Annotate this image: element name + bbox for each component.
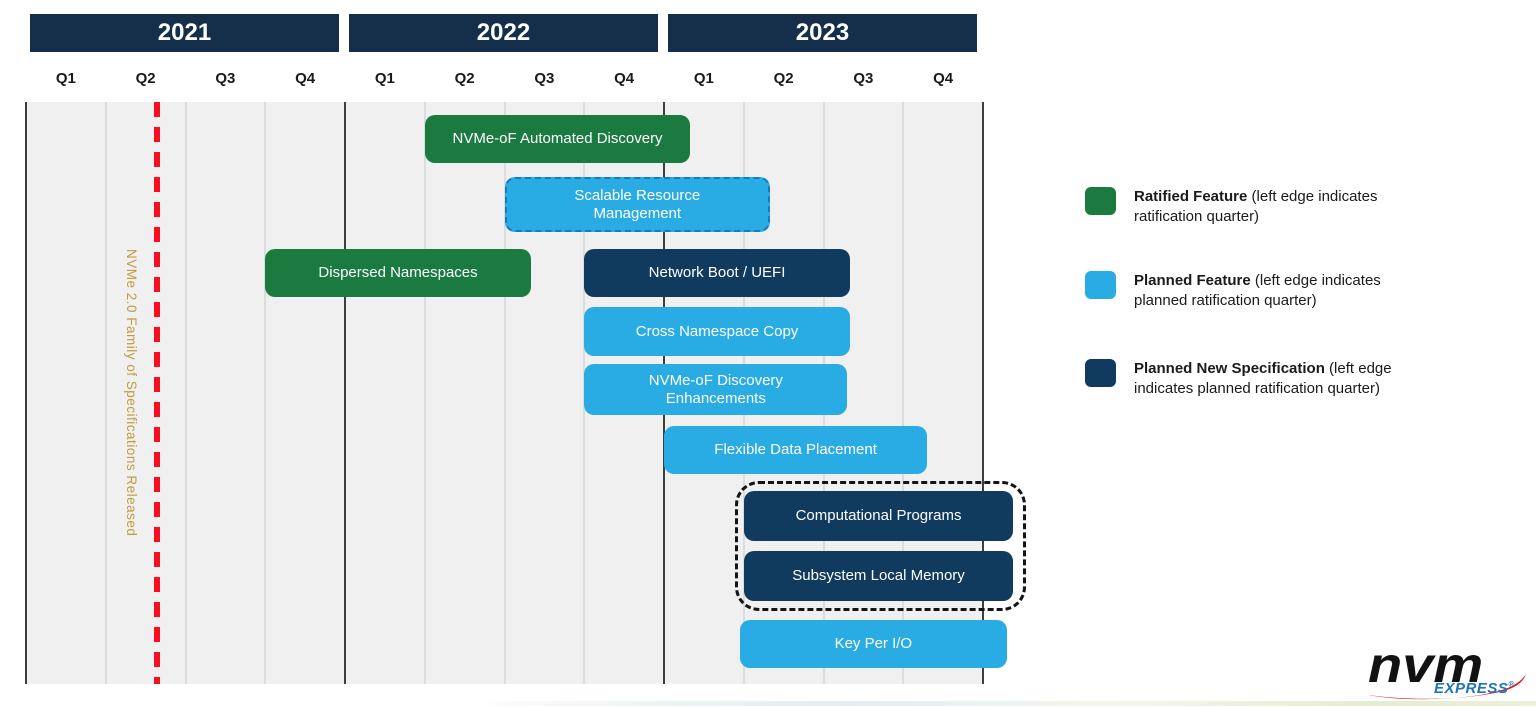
gantt-bar: Network Boot / UEFI bbox=[584, 249, 850, 297]
quarter-label: Q1 bbox=[693, 69, 714, 87]
year-gridline bbox=[344, 102, 346, 684]
quarter-label: Q3 bbox=[853, 69, 874, 87]
nvme2-milestone-label: NVMe 2.0 Family of Specifications Releas… bbox=[123, 249, 139, 537]
gantt-bar: Dispersed Namespaces bbox=[265, 249, 531, 297]
quarter-gridline bbox=[902, 102, 905, 684]
quarter-label: Q2 bbox=[135, 69, 156, 87]
year-gridline bbox=[25, 102, 27, 684]
quarter-label: Q4 bbox=[295, 69, 316, 87]
bottom-gradient-strip bbox=[0, 701, 1536, 706]
gantt-bar: NVMe-oF Discovery Enhancements bbox=[584, 364, 848, 415]
computational-storage-group bbox=[734, 481, 1027, 611]
legend-name-planned-feature: Planned Feature bbox=[1134, 272, 1251, 289]
legend-swatch-planned-new-spec bbox=[1085, 359, 1116, 387]
gantt-bar-label: NVMe-oF Discovery Enhancements bbox=[648, 371, 783, 407]
legend-item-ratified: Ratified Feature (left edge indicates ra… bbox=[1085, 187, 1392, 227]
quarter-label: Q2 bbox=[773, 69, 794, 87]
gantt-bar: Scalable Resource Management bbox=[504, 177, 771, 232]
legend-item-planned-feature: Planned Feature (left edge indicates pla… bbox=[1085, 271, 1392, 311]
year-header-2022: 2022 bbox=[349, 14, 658, 52]
quarter-label: Q1 bbox=[55, 69, 76, 87]
legend-swatch-planned-feature bbox=[1085, 271, 1116, 299]
year-header-2021: 2021 bbox=[30, 14, 339, 52]
legend-item-planned-new-spec: Planned New Specification (left edge ind… bbox=[1085, 359, 1392, 399]
gantt-bar-label: Key Per I/O bbox=[834, 635, 913, 652]
quarter-label: Q3 bbox=[534, 69, 555, 87]
legend-swatch-ratified bbox=[1085, 187, 1116, 215]
legend-desc-ratified: (left edge indicates ratification quarte… bbox=[1134, 188, 1378, 225]
quarter-gridline bbox=[503, 102, 506, 684]
quarter-label: Q1 bbox=[374, 69, 395, 87]
quarter-label: Q3 bbox=[215, 69, 236, 87]
quarter-label: Q4 bbox=[614, 69, 635, 87]
gantt-bar-label: Subsystem Local Memory bbox=[792, 567, 965, 584]
gantt-bar-label: Flexible Data Placement bbox=[714, 441, 877, 458]
gantt-bar-label: Dispersed Namespaces bbox=[318, 264, 478, 281]
legend-name-ratified: Ratified Feature bbox=[1134, 188, 1248, 205]
logo-registered-mark: ® bbox=[1508, 680, 1515, 689]
quarter-label: Q2 bbox=[454, 69, 475, 87]
gantt-bar: Cross Namespace Copy bbox=[584, 307, 850, 356]
quarter-gridline bbox=[104, 102, 107, 684]
quarter-gridline bbox=[184, 102, 187, 684]
gantt-bar: Computational Programs bbox=[743, 491, 1014, 541]
gantt-bar: Flexible Data Placement bbox=[664, 426, 928, 474]
nvm-express-logo: nvm EXPRESS® bbox=[1366, 637, 1530, 702]
legend-desc-planned-new-spec: (left edge indicates planned ratificatio… bbox=[1134, 360, 1392, 397]
gantt-bar: Key Per I/O bbox=[739, 620, 1007, 668]
quarter-label: Q4 bbox=[933, 69, 954, 87]
gantt-bar-label: Computational Programs bbox=[795, 507, 962, 524]
legend-name-planned-new-spec: Planned New Specification bbox=[1134, 360, 1325, 377]
gantt-bar: NVMe-oF Automated Discovery bbox=[424, 115, 691, 163]
year-gridline bbox=[982, 102, 984, 684]
gantt-bar: Subsystem Local Memory bbox=[743, 551, 1014, 601]
gantt-bar-label: NVMe-oF Automated Discovery bbox=[452, 130, 663, 147]
year-header-2023: 2023 bbox=[668, 14, 977, 52]
logo-nvm-text: nvm bbox=[1368, 637, 1484, 693]
legend-desc-planned-feature: (left edge indicates planned ratificatio… bbox=[1134, 272, 1381, 309]
quarter-gridline bbox=[264, 102, 267, 684]
quarter-gridline bbox=[423, 102, 426, 684]
gantt-bar-label: Scalable Resource Management bbox=[574, 186, 701, 222]
nvme2-milestone-line bbox=[153, 102, 160, 684]
gantt-bar-label: Network Boot / UEFI bbox=[648, 264, 786, 281]
logo-express-text: EXPRESS® bbox=[1434, 680, 1515, 697]
gantt-bar-label: Cross Namespace Copy bbox=[635, 322, 799, 340]
